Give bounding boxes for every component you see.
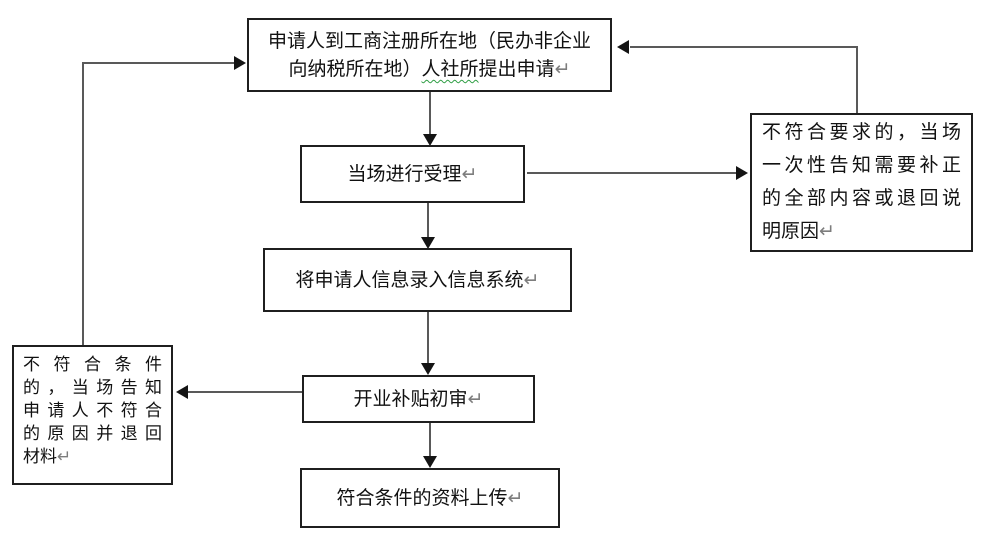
note-reject-right-line: 一次性告知需要补正 xyxy=(762,154,961,176)
connector-accept-to-enter-info xyxy=(421,203,435,249)
paragraph-mark: ↵ xyxy=(554,58,571,80)
note-reject-left: 不符合条件 的，当场告知 申请人不符合 的原因并退回 材料↵ xyxy=(12,345,173,485)
note-reject-right: 不符合要求的，当场 一次性告知需要补正 的全部内容或退回说 明原因↵ xyxy=(750,113,973,252)
flow-step-enter-info: 将申请人信息录入信息系统↵ xyxy=(263,248,572,312)
note-reject-left-lastline: 材料↵ xyxy=(23,447,72,467)
spellcheck-underlined-text: 人社所 xyxy=(421,58,479,80)
connector-enter-info-to-initial-review xyxy=(421,312,435,375)
connector-right-note-to-apply xyxy=(617,40,858,113)
flow-step-enter-info-label: 将申请人信息录入信息系统↵ xyxy=(295,269,540,291)
flow-step-initial-review: 开业补贴初审↵ xyxy=(302,375,535,423)
paragraph-mark: ↵ xyxy=(467,388,484,410)
flow-step-upload: 符合条件的资料上传↵ xyxy=(300,468,560,528)
paragraph-mark: ↵ xyxy=(523,269,540,291)
paragraph-mark: ↵ xyxy=(507,487,524,509)
flow-step-apply-line2: 向纳税所在地）人社所提出申请↵ xyxy=(288,58,571,80)
flow-step-apply: 申请人到工商注册所在地（民办非企业 向纳税所在地）人社所提出申请↵ xyxy=(247,18,612,92)
flow-step-accept-label: 当场进行受理↵ xyxy=(347,163,478,185)
note-reject-left-line: 不符合条件 xyxy=(23,355,162,375)
connector-accept-to-right-note xyxy=(527,166,748,180)
flow-step-accept: 当场进行受理↵ xyxy=(300,145,525,203)
note-reject-left-line: 的原因并退回 xyxy=(23,424,162,444)
connector-initial-review-to-left-note xyxy=(176,385,302,399)
paragraph-mark: ↵ xyxy=(57,447,72,467)
flow-step-apply-line1: 申请人到工商注册所在地（民办非企业 xyxy=(267,30,591,52)
connector-initial-review-to-upload xyxy=(423,423,437,468)
note-reject-left-line: 申请人不符合 xyxy=(23,401,162,421)
paragraph-mark: ↵ xyxy=(819,220,835,242)
connector-apply-to-accept xyxy=(423,92,437,146)
note-reject-left-line: 的，当场告知 xyxy=(23,378,162,398)
note-reject-right-line: 不符合要求的，当场 xyxy=(762,121,961,143)
flow-step-upload-label: 符合条件的资料上传↵ xyxy=(336,487,524,509)
flow-step-initial-review-label: 开业补贴初审↵ xyxy=(353,388,484,410)
paragraph-mark: ↵ xyxy=(461,163,478,185)
note-reject-right-lastline: 明原因↵ xyxy=(762,220,835,242)
note-reject-right-line: 的全部内容或退回说 xyxy=(762,187,961,209)
connector-left-note-to-apply xyxy=(82,56,246,345)
